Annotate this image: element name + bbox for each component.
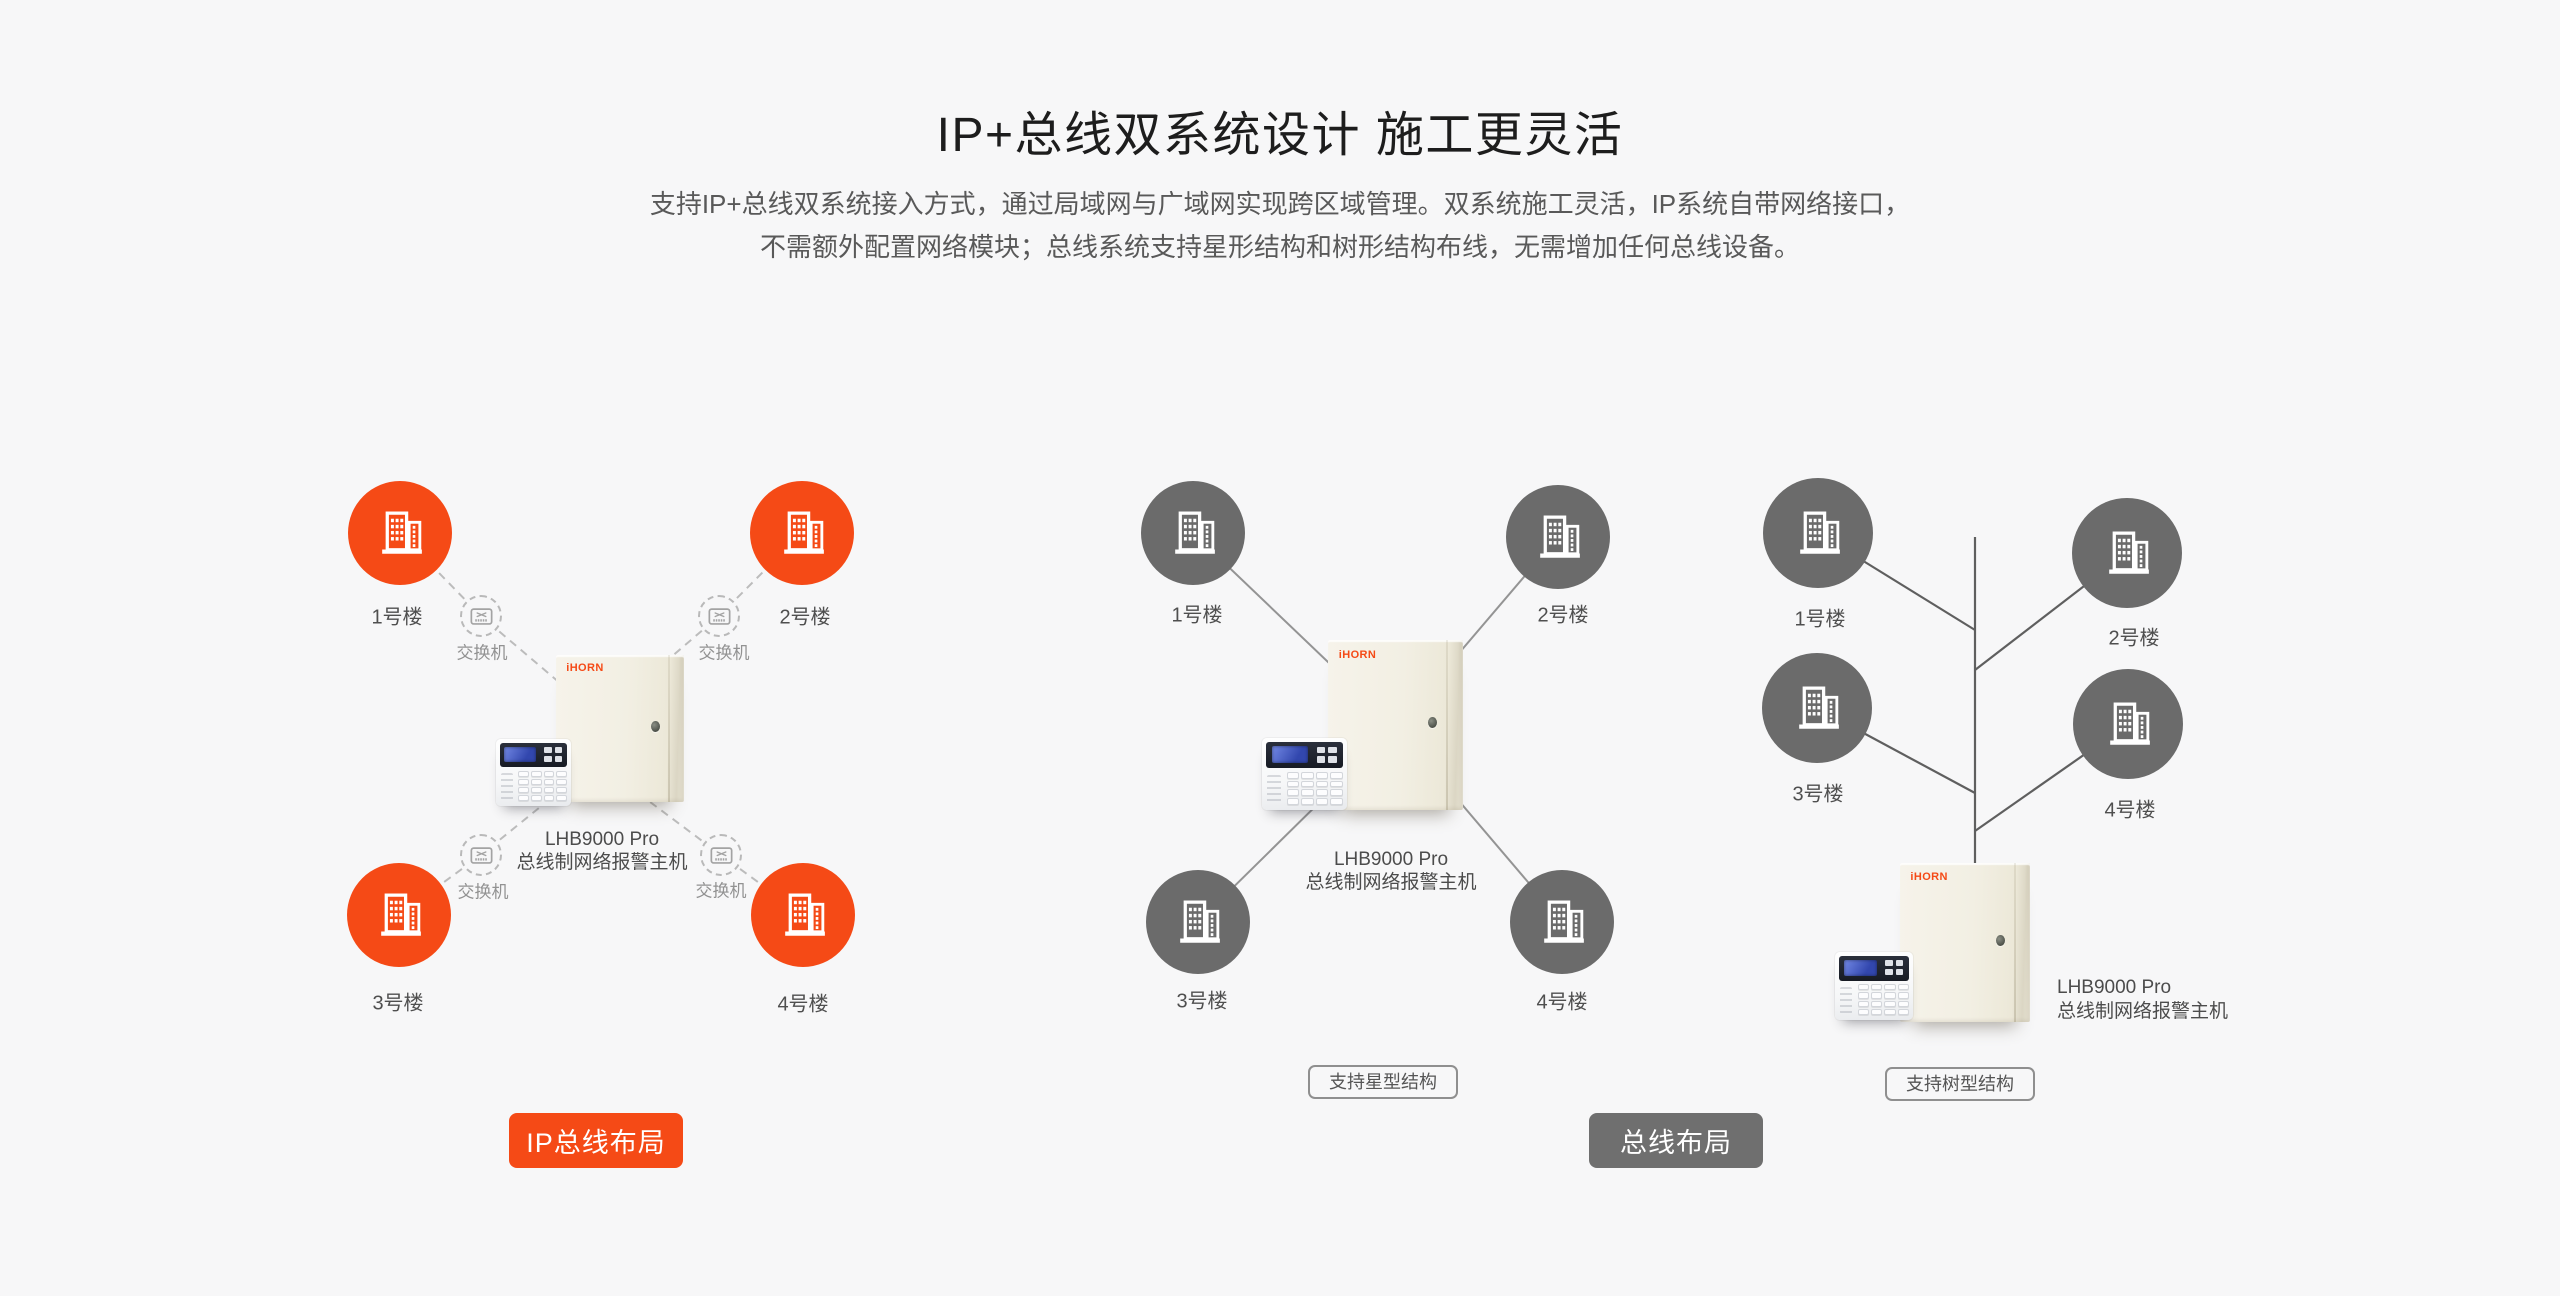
keypad-keys — [1857, 983, 1910, 1016]
device-label-tree: LHB9000 Pro 总线制网络报警主机 — [2057, 976, 2228, 1024]
bus-layout-button[interactable]: 总线布局 — [1589, 1113, 1763, 1168]
switch-node-4 — [700, 834, 742, 876]
keypad-display-panel — [499, 743, 568, 768]
cabinet-door-seam — [667, 655, 670, 802]
keypad-keys — [1286, 771, 1343, 805]
alarm-keypad-tree — [1835, 952, 1913, 1020]
keypad-speaker-grill — [500, 773, 513, 800]
star-building-label-3: 3号楼 — [1176, 990, 1228, 1013]
building-icon — [2100, 696, 2157, 753]
tree-building-node-1 — [1763, 478, 1873, 588]
switch-icon — [469, 606, 494, 627]
device-label-ip: LHB9000 Pro 总线制网络报警主机 — [516, 828, 687, 874]
star-building-label-2: 2号楼 — [1537, 604, 1589, 627]
ip-building-label-3: 3号楼 — [372, 992, 424, 1015]
keypad-function-buttons — [544, 747, 562, 762]
ip-bus-layout-button[interactable]: IP总线布局 — [509, 1113, 683, 1168]
ip-building-label-2: 2号楼 — [779, 606, 831, 629]
keypad-speaker-grill — [1839, 986, 1853, 1014]
building-icon — [1530, 509, 1587, 566]
description-line-2: 不需额外配置网络模块；总线系统支持星形结构和树形结构布线，无需增加任何总线设备。 — [759, 232, 1800, 262]
device-name: 总线制网络报警主机 — [516, 852, 688, 873]
switch-icon — [709, 845, 734, 866]
keypad-lcd — [1843, 959, 1877, 976]
star-building-node-2 — [1506, 485, 1610, 589]
tree-building-node-3 — [1762, 653, 1872, 763]
building-icon — [1534, 894, 1591, 951]
keypad-lcd — [504, 746, 537, 763]
tree-building-label-4: 4号楼 — [2104, 799, 2156, 822]
tree-building-node-2 — [2072, 498, 2182, 608]
tree-structure-badge: 支持树型结构 — [1885, 1067, 2035, 1101]
keypad-display-panel — [1838, 956, 1910, 981]
brand-logo: iHORN — [1910, 870, 1948, 883]
cabinet-lock-icon — [1428, 716, 1438, 728]
switch-label-2: 交换机 — [698, 643, 750, 663]
ip-building-label-4: 4号楼 — [777, 993, 829, 1016]
cabinet-door-seam — [1446, 640, 1449, 810]
description-line-1: 支持IP+总线双系统接入方式，通过局域网与广域网实现跨区域管理。双系统施工灵活，… — [649, 189, 1911, 219]
brand-logo: iHORN — [1338, 648, 1377, 661]
ip-building-node-1 — [348, 481, 452, 585]
building-icon — [774, 505, 831, 562]
switch-icon — [707, 606, 732, 627]
tree-building-node-4 — [2073, 669, 2183, 779]
device-name: 总线制网络报警主机 — [2057, 1001, 2229, 1022]
building-icon — [1165, 505, 1222, 562]
star-building-node-3 — [1146, 870, 1250, 974]
building-icon — [1170, 894, 1227, 951]
tree-building-label-2: 2号楼 — [2108, 627, 2160, 650]
alarm-keypad-ip — [496, 739, 571, 806]
building-icon — [371, 887, 428, 944]
keypad-display-panel — [1266, 742, 1343, 769]
star-building-node-1 — [1141, 481, 1245, 585]
switch-label-4: 交换机 — [695, 881, 747, 901]
switch-node-2 — [698, 595, 740, 637]
alarm-keypad-star — [1262, 738, 1347, 810]
keypad-keys — [517, 770, 568, 802]
building-icon — [2099, 525, 2156, 582]
alarm-host-cabinet-ip: iHORN — [556, 655, 684, 802]
device-model: LHB9000 Pro — [544, 829, 660, 850]
brand-logo: iHORN — [566, 662, 604, 675]
building-icon — [372, 505, 429, 562]
switch-node-3 — [460, 834, 502, 876]
keypad-speaker-grill — [1267, 774, 1281, 804]
switch-label-3: 交换机 — [457, 882, 509, 902]
ip-building-node-4 — [751, 863, 855, 967]
ip-building-node-3 — [347, 863, 451, 967]
cabinet-lock-icon — [1996, 934, 2006, 946]
star-building-label-1: 1号楼 — [1171, 604, 1223, 627]
device-model: LHB9000 Pro — [2057, 977, 2172, 998]
tree-building-label-3: 3号楼 — [1792, 783, 1844, 806]
section-description: 支持IP+总线双系统接入方式，通过局域网与广域网实现跨区域管理。双系统施工灵活，… — [0, 183, 2560, 269]
alarm-host-cabinet-star: iHORN — [1328, 640, 1463, 810]
tree-building-label-1: 1号楼 — [1794, 608, 1846, 631]
cabinet-door-seam — [2013, 863, 2016, 1022]
device-name: 总线制网络报警主机 — [1305, 872, 1477, 893]
switch-icon — [469, 845, 494, 866]
ip-building-node-2 — [750, 481, 854, 585]
cabinet-lock-icon — [650, 721, 660, 733]
star-building-node-4 — [1510, 870, 1614, 974]
building-icon — [775, 887, 832, 944]
ip-building-label-1: 1号楼 — [371, 606, 423, 629]
keypad-lcd — [1271, 746, 1308, 764]
switch-label-1: 交换机 — [456, 643, 508, 663]
section-title: IP+总线双系统设计 施工更灵活 — [936, 109, 1624, 162]
star-building-label-4: 4号楼 — [1536, 991, 1588, 1014]
keypad-function-buttons — [1316, 746, 1337, 763]
building-icon — [1789, 680, 1846, 737]
keypad-function-buttons — [1885, 960, 1904, 976]
alarm-host-cabinet-tree: iHORN — [1900, 863, 2030, 1022]
device-model: LHB9000 Pro — [1333, 849, 1449, 870]
device-label-star: LHB9000 Pro 总线制网络报警主机 — [1305, 848, 1476, 894]
building-icon — [1790, 505, 1847, 562]
star-structure-badge: 支持星型结构 — [1308, 1065, 1458, 1099]
switch-node-1 — [460, 595, 502, 637]
